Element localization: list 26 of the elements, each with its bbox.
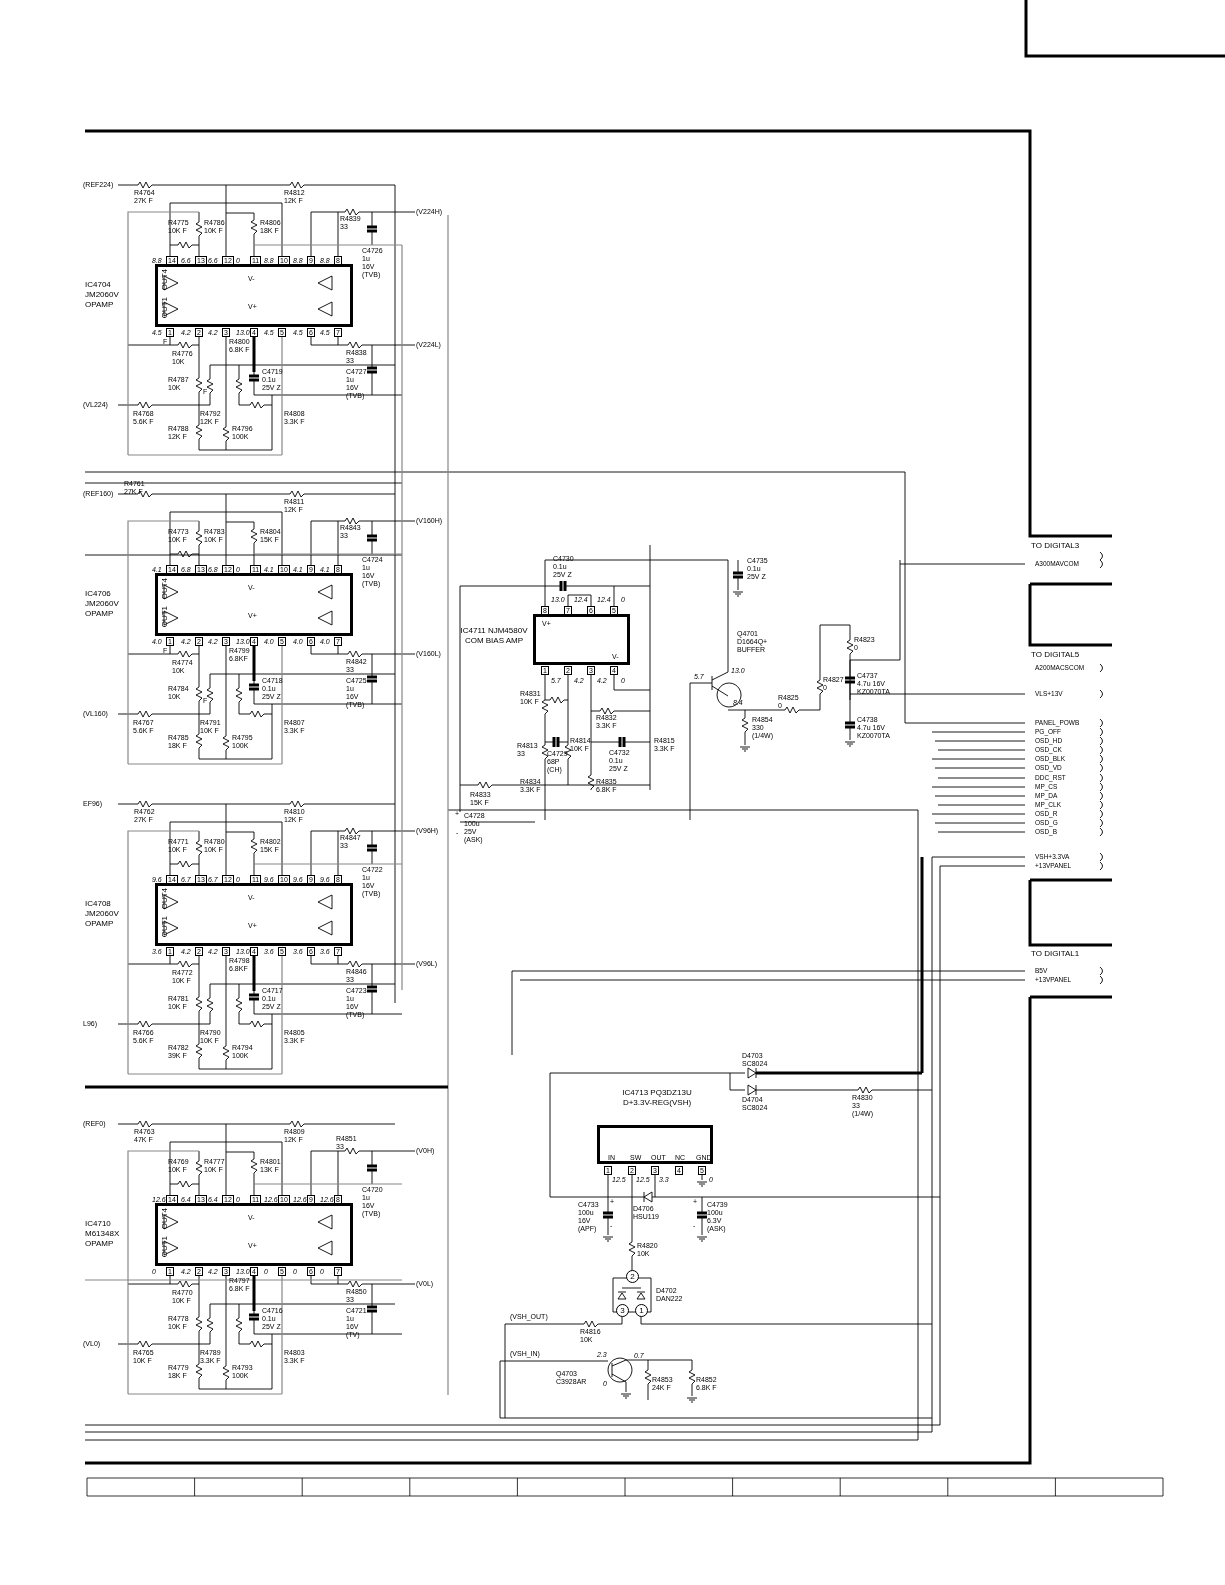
pin-function-label: OUT4	[160, 269, 169, 291]
pin-function-label: OUT1	[160, 916, 169, 938]
pin-function-label: OUT1	[160, 297, 169, 319]
ic-chip-body	[155, 1203, 353, 1266]
ic-chip-body	[155, 264, 353, 327]
ic-name-label: IC4708 JM2060V OPAMP	[85, 899, 119, 929]
ic-chip-body	[155, 573, 353, 636]
pin-number: 1	[635, 1304, 648, 1317]
pin-function-label: OUT4	[160, 888, 169, 910]
pin-function-label: OUT1	[160, 1236, 169, 1258]
ic-chip-body	[597, 1125, 713, 1164]
ic-name-label: IC4713 PQ3DZ13U D+3.3V-REG(VSH)	[621, 1088, 693, 1108]
pin-number: 3	[616, 1304, 629, 1317]
ic-name-label: IC4706 JM2060V OPAMP	[85, 589, 119, 619]
pin-function-label: OUT1	[160, 606, 169, 628]
pin-number: 2	[626, 1270, 639, 1283]
ic-name-label: IC4710 M61348X OPAMP	[85, 1219, 120, 1249]
pin-function-label: OUT4	[160, 578, 169, 600]
connector-title: TO DIGITAL3	[1031, 542, 1080, 550]
connector-title: TO DIGITAL1	[1031, 950, 1080, 958]
connector-title: TO DIGITAL5	[1031, 651, 1080, 659]
ic-chip-body	[155, 883, 353, 946]
pin-function-label: OUT4	[160, 1208, 169, 1230]
ic-name-label: IC4711 NJM4580V COM BIAS AMP	[459, 626, 529, 646]
ic-name-label: IC4704 JM2060V OPAMP	[85, 280, 119, 310]
ic-chip-body	[533, 614, 630, 665]
